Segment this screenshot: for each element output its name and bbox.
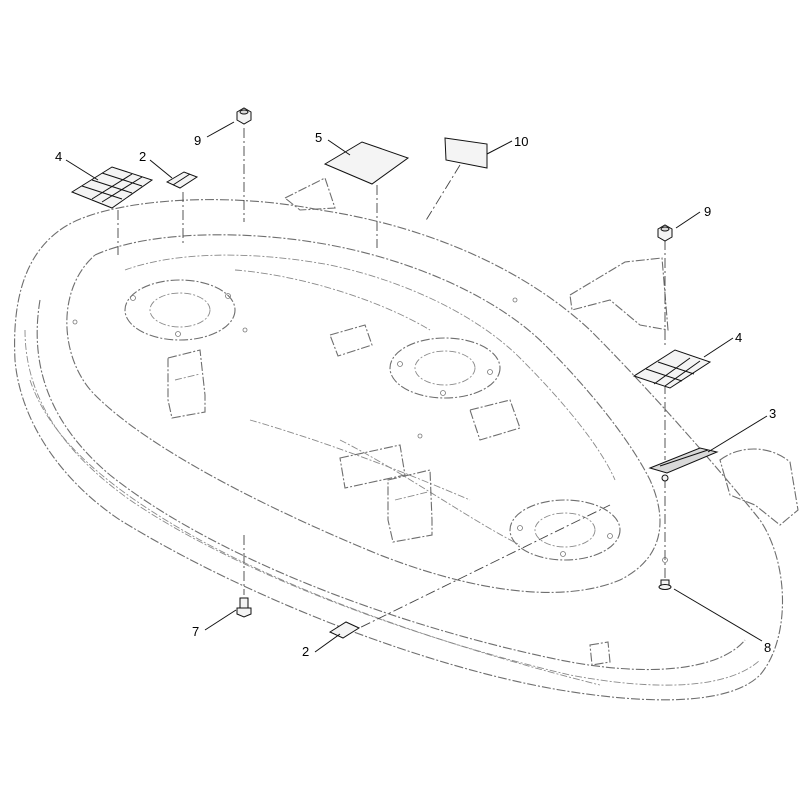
callout-9-upper: 9 <box>194 133 201 148</box>
callout-2-lower: 2 <box>302 644 309 659</box>
bolt-8 <box>658 579 672 590</box>
callout-9-right: 9 <box>704 204 711 219</box>
callout-5: 5 <box>315 130 322 145</box>
decal-10 <box>444 137 488 169</box>
callout-4-upper-left: 4 <box>55 149 62 164</box>
callout-8: 8 <box>764 640 771 655</box>
nut-9-right <box>657 224 673 242</box>
callout-10: 10 <box>514 134 528 149</box>
callout-labels: 4 2 9 5 10 9 4 3 7 2 8 <box>55 130 776 659</box>
callout-7: 7 <box>192 624 199 639</box>
decal-4-right <box>632 349 712 389</box>
callout-2-upper: 2 <box>139 149 146 164</box>
decal-2-upper <box>165 171 199 189</box>
callout-4-right: 4 <box>735 330 742 345</box>
decal-2-lower <box>328 621 361 639</box>
bolt-7 <box>236 597 252 618</box>
decal-3 <box>648 447 719 482</box>
installation-centerlines <box>117 128 666 636</box>
nut-9-upper <box>236 107 252 125</box>
decal-4-upper-left <box>70 166 154 209</box>
decal-5 <box>323 141 410 185</box>
callout-3: 3 <box>769 406 776 421</box>
mower-deck <box>14 177 799 701</box>
callout-leaders <box>65 121 768 653</box>
